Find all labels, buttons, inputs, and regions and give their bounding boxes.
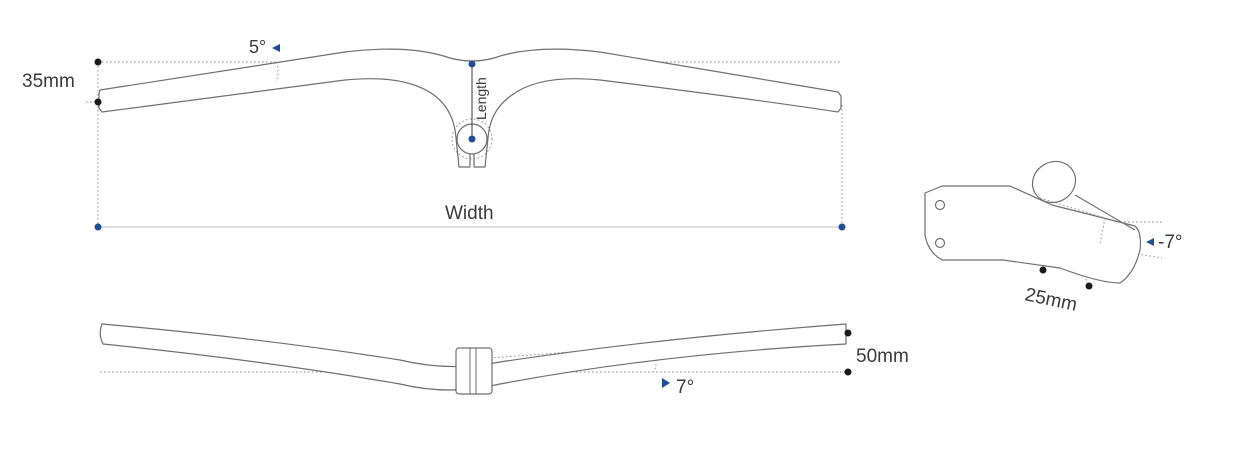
stem-bolt-hole-lower — [934, 237, 946, 249]
label-sweep-front: 7° — [676, 377, 694, 398]
side-view-stem: -7° 25mm — [924, 160, 1183, 316]
point-width-left — [94, 223, 102, 231]
label-sweep-top: 5° — [249, 37, 266, 57]
top-view-handlebar: 35mm 5° Length Width — [22, 37, 846, 231]
sweep-marker-front-icon — [662, 378, 670, 388]
label-rise-front: 50mm — [856, 346, 909, 367]
point-offset-left — [1039, 266, 1047, 274]
label-stem-angle: -7° — [1158, 232, 1183, 253]
point-offset-right — [1085, 282, 1093, 290]
label-length: Length — [473, 77, 489, 120]
stem-bolt-hole-upper — [934, 199, 946, 211]
label-rise-top: 35mm — [22, 71, 75, 92]
stem-taper-line — [1074, 194, 1136, 231]
point-rise-top-lower — [94, 98, 102, 106]
stem-bore-line — [1039, 197, 1106, 245]
point-length-top — [468, 60, 476, 68]
front-view-handlebar: 50mm 7° — [99, 323, 909, 398]
front-clamp-sleeve — [455, 347, 493, 395]
point-length-center — [468, 135, 476, 143]
point-rise-front-lower — [844, 368, 852, 376]
label-width: Width — [445, 203, 494, 224]
sweep-marker-top-icon — [272, 44, 280, 52]
point-width-right — [838, 223, 846, 231]
steerer-tube — [1031, 160, 1077, 204]
stem-clamp-guide — [451, 118, 493, 160]
stem-body-outline — [924, 185, 1142, 284]
stem-angle-marker-icon — [1146, 238, 1154, 246]
point-rise-front-upper — [844, 329, 852, 337]
point-rise-top-upper — [94, 58, 102, 66]
label-stem-offset: 25mm — [1023, 284, 1079, 316]
